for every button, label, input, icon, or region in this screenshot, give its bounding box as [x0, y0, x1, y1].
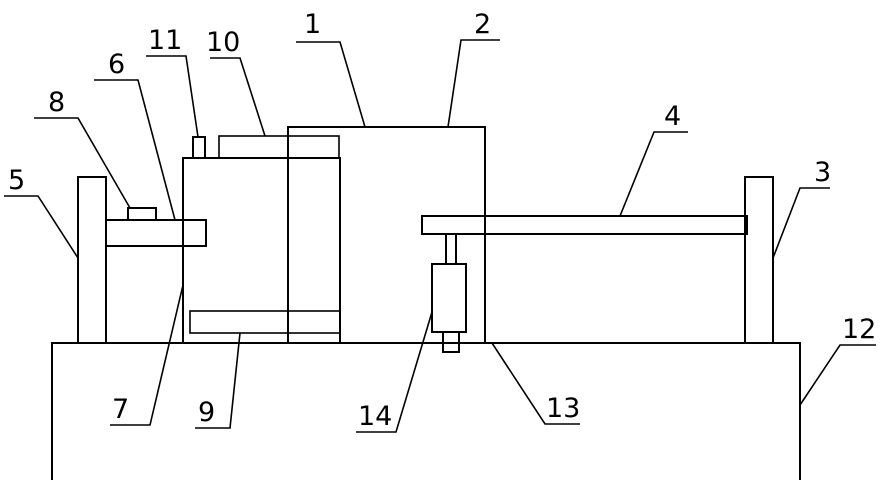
top-knob	[193, 137, 205, 158]
roller-section	[288, 158, 340, 343]
label-7: 7	[112, 394, 129, 425]
left-arm	[106, 220, 206, 246]
label-13: 13	[546, 393, 580, 424]
label-3: 3	[814, 157, 831, 188]
label-6: 6	[108, 49, 125, 80]
label-1: 1	[304, 9, 321, 40]
main-body	[183, 158, 288, 343]
label-11: 11	[148, 25, 182, 56]
bottom-brush-strip	[190, 311, 340, 333]
label-4: 4	[664, 101, 681, 132]
cylinder-rod	[446, 234, 456, 264]
label-8: 8	[48, 87, 65, 118]
label-5: 5	[8, 165, 25, 196]
left-upright	[78, 177, 106, 343]
label-10: 10	[206, 27, 240, 58]
label-12: 12	[842, 314, 876, 345]
cylinder-body	[432, 264, 466, 332]
right-upright	[745, 177, 773, 343]
top-brush-strip	[219, 136, 339, 158]
label-9: 9	[198, 397, 215, 428]
label-2: 2	[474, 9, 491, 40]
small-block	[128, 208, 156, 220]
label-14: 14	[358, 401, 392, 432]
horizontal-rail	[422, 216, 747, 234]
